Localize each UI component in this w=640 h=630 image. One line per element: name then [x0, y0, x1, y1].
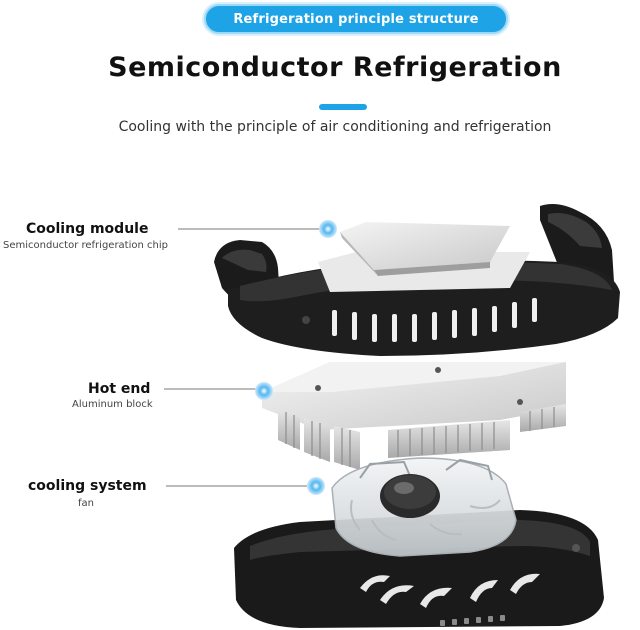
callout-marker-hot-end [255, 382, 273, 400]
callout-marker-cooling-system [307, 477, 325, 495]
callout-subtitle-cooling-module: Semiconductor refrigeration chip [3, 240, 168, 251]
callout-title-hot-end: Hot end [88, 381, 151, 397]
housing-vent-slots [332, 298, 537, 342]
callout-title-cooling-module: Cooling module [26, 221, 149, 237]
callout-title-cooling-system: cooling system [28, 478, 147, 494]
base-vent-slots [360, 573, 540, 608]
callout-marker-cooling-module [319, 220, 337, 238]
callout-subtitle-cooling-system: fan [78, 498, 94, 509]
callout-leaders [164, 228, 324, 487]
header-badge-label: Refrigeration principle structure [233, 11, 479, 27]
page-title: Semiconductor Refrigeration [108, 52, 562, 83]
header-badge: Refrigeration principle structure [204, 4, 508, 34]
title-accent-bar [319, 104, 367, 110]
aluminum-heatsink [262, 362, 566, 470]
fan-unit [331, 457, 517, 557]
page-subtitle: Cooling with the principle of air condit… [118, 119, 552, 135]
callout-subtitle-hot-end: Aluminum block [72, 399, 153, 410]
semiconductor-chip [340, 222, 510, 276]
